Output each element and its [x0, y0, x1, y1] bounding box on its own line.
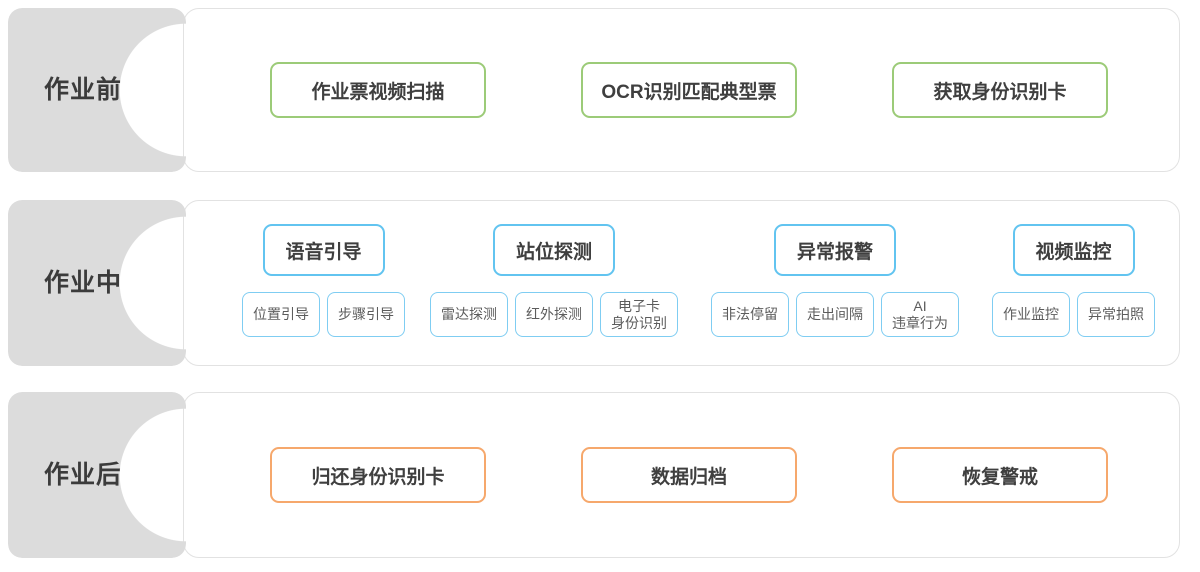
leaf-ecard-identity[interactable]: 电子卡 身份识别 — [600, 292, 678, 337]
leaf-step-guidance[interactable]: 步骤引导 — [327, 292, 405, 337]
phase-row-during: 作业中 语音引导 位置引导 步骤引导 站位探测 — [0, 200, 1200, 366]
leaf-position-guidance[interactable]: 位置引导 — [242, 292, 320, 337]
phase-row-after: 作业后 归还身份识别卡 数据归档 恢复警戒 — [0, 392, 1200, 558]
group-title-position-detection[interactable]: 站位探测 — [493, 224, 615, 276]
group-position-detection: 站位探测 雷达探测 红外探测 电子卡 身份识别 — [430, 200, 678, 366]
leaf-line1: 步骤引导 — [338, 306, 394, 323]
node-before-3[interactable]: 获取身份识别卡 — [892, 62, 1108, 118]
phase-tab-during: 作业中 — [8, 200, 186, 366]
node-after-1[interactable]: 归还身份识别卡 — [270, 447, 486, 503]
phase-label-before: 作业前 — [44, 75, 123, 104]
leaf-radar-detection[interactable]: 雷达探测 — [430, 292, 508, 337]
leaf-line2: 违章行为 — [892, 314, 948, 331]
phase-row-before: 作业前 作业票视频扫描 OCR识别匹配典型票 获取身份识别卡 — [0, 8, 1200, 172]
leaf-line1: 位置引导 — [253, 306, 309, 323]
leaf-line1: AI — [913, 298, 927, 315]
group-voice-guidance: 语音引导 位置引导 步骤引导 — [242, 200, 405, 366]
leaf-abnormal-photo[interactable]: 异常拍照 — [1077, 292, 1155, 337]
group-title-video-monitoring[interactable]: 视频监控 — [1012, 224, 1135, 276]
leaf-line1: 作业监控 — [1003, 306, 1059, 323]
group-abnormal-alarm: 异常报警 非法停留 走出间隔 AI 违章行为 — [711, 200, 959, 366]
leaf-line2: 身份识别 — [611, 314, 667, 331]
leaf-walk-out-of-zone[interactable]: 走出间隔 — [796, 292, 874, 337]
group-children-video-monitoring: 作业监控 异常拍照 — [992, 292, 1155, 337]
leaf-line1: 非法停留 — [722, 306, 778, 323]
leaf-work-monitoring[interactable]: 作业监控 — [992, 292, 1070, 337]
node-after-2[interactable]: 数据归档 — [581, 447, 797, 503]
group-children-voice-guidance: 位置引导 步骤引导 — [242, 292, 405, 337]
leaf-ai-violation[interactable]: AI 违章行为 — [881, 292, 959, 337]
phase-tab-before: 作业前 — [8, 8, 186, 172]
phase-label-during: 作业中 — [44, 268, 123, 297]
group-video-monitoring: 视频监控 作业监控 异常拍照 — [992, 200, 1155, 366]
leaf-line1: 走出间隔 — [807, 306, 863, 323]
group-title-abnormal-alarm[interactable]: 异常报警 — [774, 224, 896, 276]
leaf-illegal-stay[interactable]: 非法停留 — [711, 292, 789, 337]
node-after-3[interactable]: 恢复警戒 — [892, 447, 1108, 503]
node-before-1[interactable]: 作业票视频扫描 — [270, 62, 486, 118]
leaf-line1: 电子卡 — [618, 298, 660, 315]
leaf-line1: 红外探测 — [526, 306, 582, 323]
group-children-position-detection: 雷达探测 红外探测 电子卡 身份识别 — [430, 292, 678, 337]
phase-label-after: 作业后 — [44, 460, 123, 489]
leaf-line1: 雷达探测 — [441, 306, 497, 323]
leaf-line1: 异常拍照 — [1088, 306, 1144, 323]
phase-tab-after: 作业后 — [8, 392, 186, 558]
group-children-abnormal-alarm: 非法停留 走出间隔 AI 违章行为 — [711, 292, 959, 337]
node-before-2[interactable]: OCR识别匹配典型票 — [581, 62, 797, 118]
group-title-voice-guidance[interactable]: 语音引导 — [262, 224, 385, 276]
leaf-infrared-detection[interactable]: 红外探测 — [515, 292, 593, 337]
